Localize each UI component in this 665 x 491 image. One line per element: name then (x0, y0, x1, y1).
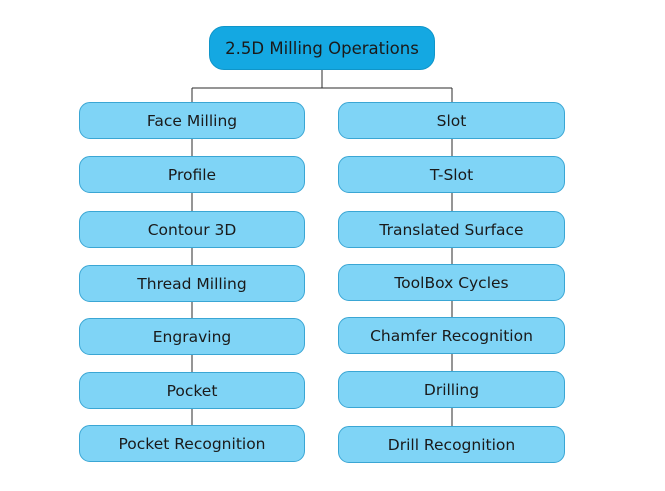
node-toolbox-cycles: ToolBox Cycles (338, 264, 565, 301)
node-label: Profile (167, 165, 217, 184)
node-label: Thread Milling (137, 274, 247, 293)
node-t-slot: T-Slot (338, 156, 565, 193)
node-face-milling: Face Milling (79, 102, 305, 139)
root-node: 2.5D Milling Operations (209, 26, 435, 70)
node-label: Pocket (166, 381, 218, 400)
node-slot: Slot (338, 102, 565, 139)
node-label: Translated Surface (379, 220, 524, 239)
node-engraving: Engraving (79, 318, 305, 355)
node-pocket: Pocket (79, 372, 305, 409)
node-chamfer-recognition: Chamfer Recognition (338, 317, 565, 354)
node-label: Drilling (423, 380, 480, 399)
node-label: Drill Recognition (387, 435, 516, 454)
node-profile: Profile (79, 156, 305, 193)
root-label: 2.5D Milling Operations (225, 38, 419, 58)
node-pocket-recognition: Pocket Recognition (79, 425, 305, 462)
node-label: Contour 3D (147, 220, 237, 239)
node-label: Engraving (152, 327, 232, 346)
node-label: T-Slot (429, 165, 474, 184)
node-label: Face Milling (146, 111, 238, 130)
node-contour-3d: Contour 3D (79, 211, 305, 248)
node-thread-milling: Thread Milling (79, 265, 305, 302)
node-translated-surface: Translated Surface (338, 211, 565, 248)
node-label: ToolBox Cycles (394, 273, 509, 292)
node-label: Chamfer Recognition (370, 326, 533, 345)
node-drill-recognition: Drill Recognition (338, 426, 565, 463)
node-label: Slot (436, 111, 467, 130)
node-drilling: Drilling (338, 371, 565, 408)
node-label: Pocket Recognition (118, 434, 266, 453)
